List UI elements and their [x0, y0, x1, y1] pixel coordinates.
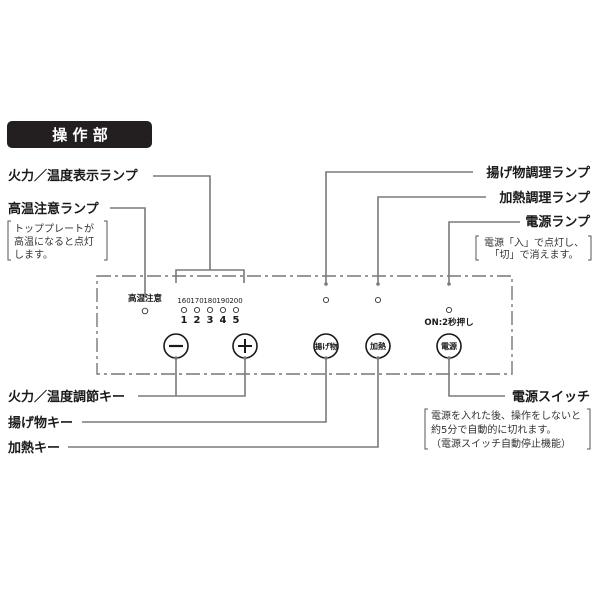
label-heat-temp-key: 火力／温度調節キー [8, 389, 125, 405]
level-2: 2 [194, 315, 201, 326]
label-power-lamp: 電源ランプ [525, 214, 591, 230]
panel-outline [96, 275, 513, 375]
label-high-temp-lamp: 高温注意ランプ [8, 201, 100, 217]
label-heat-temp-lamp: 火力／温度表示ランプ [8, 168, 139, 184]
level-lamp-4 [219, 306, 227, 314]
temp-160: 160 [177, 297, 190, 305]
fry-key-label: 揚げ物 [315, 341, 338, 351]
high-temp-note-3: します。 [14, 249, 53, 261]
power-key[interactable]: 電源 [436, 333, 462, 359]
power-lamp-note-1: 電源「入」で点灯し、 [484, 236, 584, 249]
label-fry-key: 揚げ物キー [8, 415, 73, 431]
label-heat-cook-lamp: 加熱調理ランプ [498, 190, 591, 206]
heat-key[interactable]: 加熱 [365, 333, 391, 359]
label-fry-lamp: 揚げ物調理ランプ [486, 165, 591, 181]
minus-key[interactable] [163, 333, 189, 359]
temp-170: 170 [190, 297, 203, 305]
temp-180: 180 [203, 297, 216, 305]
heat-key-label: 加熱 [369, 341, 386, 351]
level-3: 3 [207, 315, 214, 326]
label-power-switch: 電源スイッチ [512, 389, 590, 405]
label-heat-key: 加熱キー [7, 440, 60, 456]
temp-level-group: 160 170 180 190 200 1 2 3 4 5 [177, 297, 242, 326]
heat-temp-bracket [175, 269, 245, 283]
panel-high-temp-text: 高温注意 [128, 293, 163, 304]
fry-lamp [322, 296, 330, 304]
high-temp-note-1: トッププレートが [14, 222, 94, 235]
level-1: 1 [181, 315, 188, 326]
level-lamp-2 [193, 306, 201, 314]
plus-key[interactable] [232, 333, 258, 359]
temp-200: 200 [229, 297, 242, 305]
level-4: 4 [220, 315, 227, 326]
high-temp-lamp [141, 307, 149, 315]
power-switch-note-2: 約5分で自動的に切れます。 [431, 423, 556, 436]
fry-key[interactable]: 揚げ物 [313, 333, 339, 359]
power-switch-note-3: （電源スイッチ自動停止機能） [431, 437, 571, 450]
power-lamp-note-2: 「切」で消えます。 [490, 248, 579, 261]
power-switch-note-1: 電源を入れた後、操作をしないと [431, 409, 581, 422]
power-key-label: 電源 [441, 341, 457, 351]
temp-190: 190 [216, 297, 229, 305]
level-lamp-1 [180, 306, 188, 314]
level-5: 5 [233, 315, 240, 326]
power-hint: ON:2秒押し [424, 317, 473, 328]
level-lamp-5 [232, 306, 240, 314]
power-lamp [445, 306, 453, 314]
high-temp-note-2: 高温になると点灯 [14, 235, 94, 248]
header-title: 操 作 部 [52, 126, 107, 144]
header-badge [7, 121, 152, 148]
heat-cook-lamp [374, 296, 382, 304]
level-lamp-3 [206, 306, 214, 314]
